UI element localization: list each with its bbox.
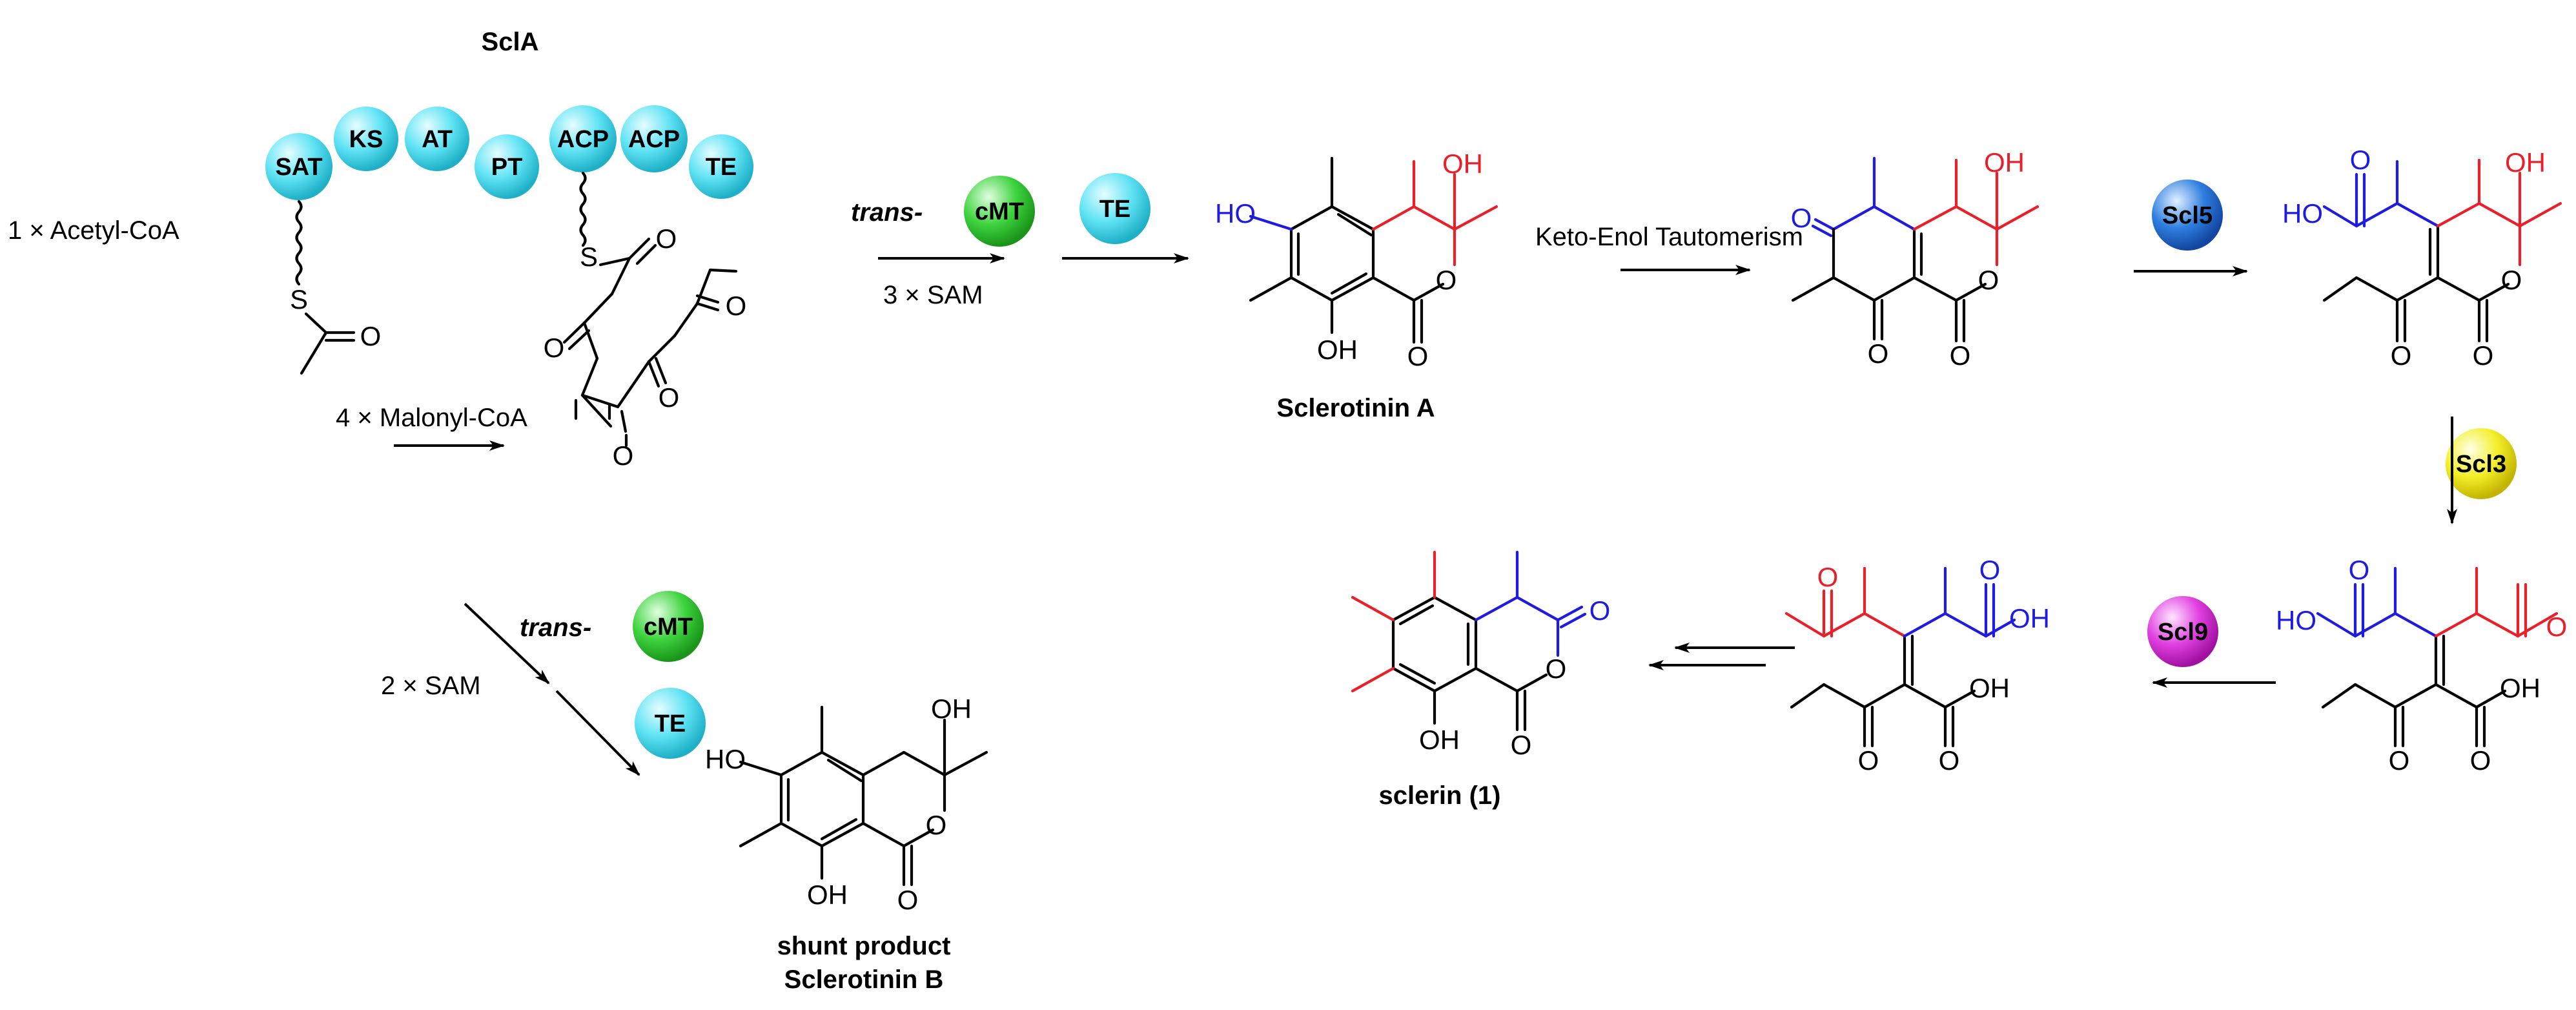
svg-text:TE: TE <box>706 154 737 181</box>
sclerotinin-a-oh-bottom: OH <box>1317 335 1358 365</box>
keto-intermediate-structure <box>1791 156 2039 343</box>
scl5-product-o-bottom-1: O <box>2391 340 2412 371</box>
sclerotinin-b-label-1: shunt product <box>777 932 951 960</box>
svg-text:ACP: ACP <box>557 126 609 153</box>
pks-domain-PT: PT <box>475 134 539 199</box>
cmt-enzyme-2: cMT <box>633 591 704 662</box>
arrow-shunt-1 <box>464 603 550 685</box>
keto-enol-label: Keto-Enol Tautomerism <box>1535 223 1803 251</box>
svg-text:O: O <box>656 223 677 254</box>
scl9-product-oh: OH <box>1969 673 2010 703</box>
pks-domain-ACP-1: ACP <box>549 105 617 172</box>
svg-text:S: S <box>290 284 308 314</box>
sclerotinin-a-ho: HO <box>1215 198 1256 229</box>
scl3-product-ketone-o: O <box>2546 612 2568 642</box>
svg-text:AT: AT <box>422 126 453 153</box>
scla-title: SclA <box>482 28 539 56</box>
arrow-shunt-2 <box>555 690 640 776</box>
cmt-enzyme-1: cMT <box>964 176 1035 247</box>
svg-text:O: O <box>726 291 747 321</box>
sam2-label: 2 × SAM <box>381 672 481 700</box>
sclerotinin-a-carbonyl-o: O <box>1407 341 1429 371</box>
svg-text:O: O <box>659 382 680 413</box>
acetyl-thioester: S O <box>290 200 382 375</box>
scl9-product-ketone-o: O <box>1817 562 1839 592</box>
keto-intermediate-o-bottom-1: O <box>1868 338 1889 369</box>
pks-domain-ACP-2: ACP <box>620 105 688 172</box>
svg-text:Scl9: Scl9 <box>2158 619 2208 646</box>
scl5-product-ring-o: O <box>2501 265 2522 295</box>
sclerotinin-a-structure <box>1249 156 1498 344</box>
keto-intermediate-ring-o: O <box>1978 265 1999 295</box>
keto-intermediate-o-bottom-2: O <box>1950 340 1971 371</box>
scl9-product-oh-top: OH <box>2009 603 2050 634</box>
svg-text:cMT: cMT <box>975 198 1024 225</box>
scl9-product-o-bottom: O <box>1858 745 1879 776</box>
sclerotinin-a-oh-top: OH <box>1442 149 1483 179</box>
sam3-label: 3 × SAM <box>883 281 983 309</box>
sclerotinin-a-ring-o: O <box>1436 265 1457 295</box>
scl9-product-structure <box>1784 566 2016 748</box>
sclerotinin-b-oh-top: OH <box>931 694 972 724</box>
trans-label-2: trans- <box>520 613 591 642</box>
scl5-enzyme: Scl5 <box>2152 180 2223 251</box>
svg-text:TE: TE <box>1099 196 1131 223</box>
svg-text:cMT: cMT <box>644 613 693 641</box>
pks-domain-AT: AT <box>405 107 469 171</box>
svg-text:O: O <box>613 440 634 471</box>
sclerotinin-b-ho: HO <box>705 744 746 774</box>
sclerin-label: sclerin (1) <box>1379 781 1501 810</box>
pks-domain-KS: KS <box>334 107 398 171</box>
scl9-product-o-acid: O <box>1939 745 1960 776</box>
keto-intermediate-oh: OH <box>1984 147 2025 178</box>
acetyl-coa-label: 1 × Acetyl-CoA <box>8 216 179 245</box>
pks-domain-TE: TE <box>689 134 753 199</box>
sclerotinin-b-ring-o: O <box>926 810 947 840</box>
svg-text:SAT: SAT <box>275 154 322 181</box>
sclerotinin-a-label: Sclerotinin A <box>1276 394 1435 422</box>
sclerotinin-b-label-2: Sclerotinin B <box>784 965 944 994</box>
svg-text:TE: TE <box>655 710 686 737</box>
pks-domain-SAT: SAT <box>265 133 332 200</box>
scl5-product-acid-o: O <box>2350 145 2371 175</box>
svg-text:Scl5: Scl5 <box>2162 202 2213 229</box>
scl3-product-oh: OH <box>2500 673 2540 703</box>
sclerin-ring-o: O <box>1546 654 1567 684</box>
scl9-enzyme: Scl9 <box>2147 596 2218 667</box>
scl5-product-structure <box>2322 158 2562 343</box>
svg-text:O: O <box>360 321 382 351</box>
svg-text:S: S <box>580 242 598 272</box>
sclerotinin-b-oh-bottom: OH <box>807 880 848 910</box>
te-enzyme-2: TE <box>635 688 706 759</box>
keto-intermediate-o-left: O <box>1791 203 1812 233</box>
svg-text:PT: PT <box>491 154 523 181</box>
scl3-enzyme: Scl3 <box>2446 428 2517 499</box>
malonyl-coa-label: 4 × Malonyl-CoA <box>336 404 527 432</box>
scl9-product-acid-o-top: O <box>1979 555 2001 585</box>
scl5-product-oh: OH <box>2505 147 2546 178</box>
svg-text:ACP: ACP <box>628 126 680 153</box>
scl3-product-ho: HO <box>2276 605 2316 635</box>
svg-text:KS: KS <box>349 126 383 153</box>
scl3-product-o-acid: O <box>2470 745 2491 776</box>
svg-text:Scl3: Scl3 <box>2456 451 2506 478</box>
scl3-product-structure <box>2316 566 2559 748</box>
te-enzyme-1: TE <box>1079 173 1150 244</box>
polyketide-chain: S O O O O O <box>544 171 747 471</box>
scl3-product-acid-o: O <box>2349 555 2370 585</box>
svg-text:O: O <box>544 333 565 363</box>
sclerin-structure <box>1351 550 1587 732</box>
sclerin-carbonyl-o-bottom: O <box>1511 730 1532 760</box>
sclerin-oh: OH <box>1419 725 1460 755</box>
sclerin-carbonyl-o-top: O <box>1590 595 1611 626</box>
trans-label-1: trans- <box>851 198 923 227</box>
scl5-product-o-bottom-2: O <box>2473 340 2494 371</box>
sclerotinin-b-structure <box>739 705 988 887</box>
scl3-product-o-bottom: O <box>2389 745 2410 776</box>
sclerotinin-b-carbonyl-o: O <box>897 885 919 915</box>
scl5-product-ho: HO <box>2282 198 2323 229</box>
